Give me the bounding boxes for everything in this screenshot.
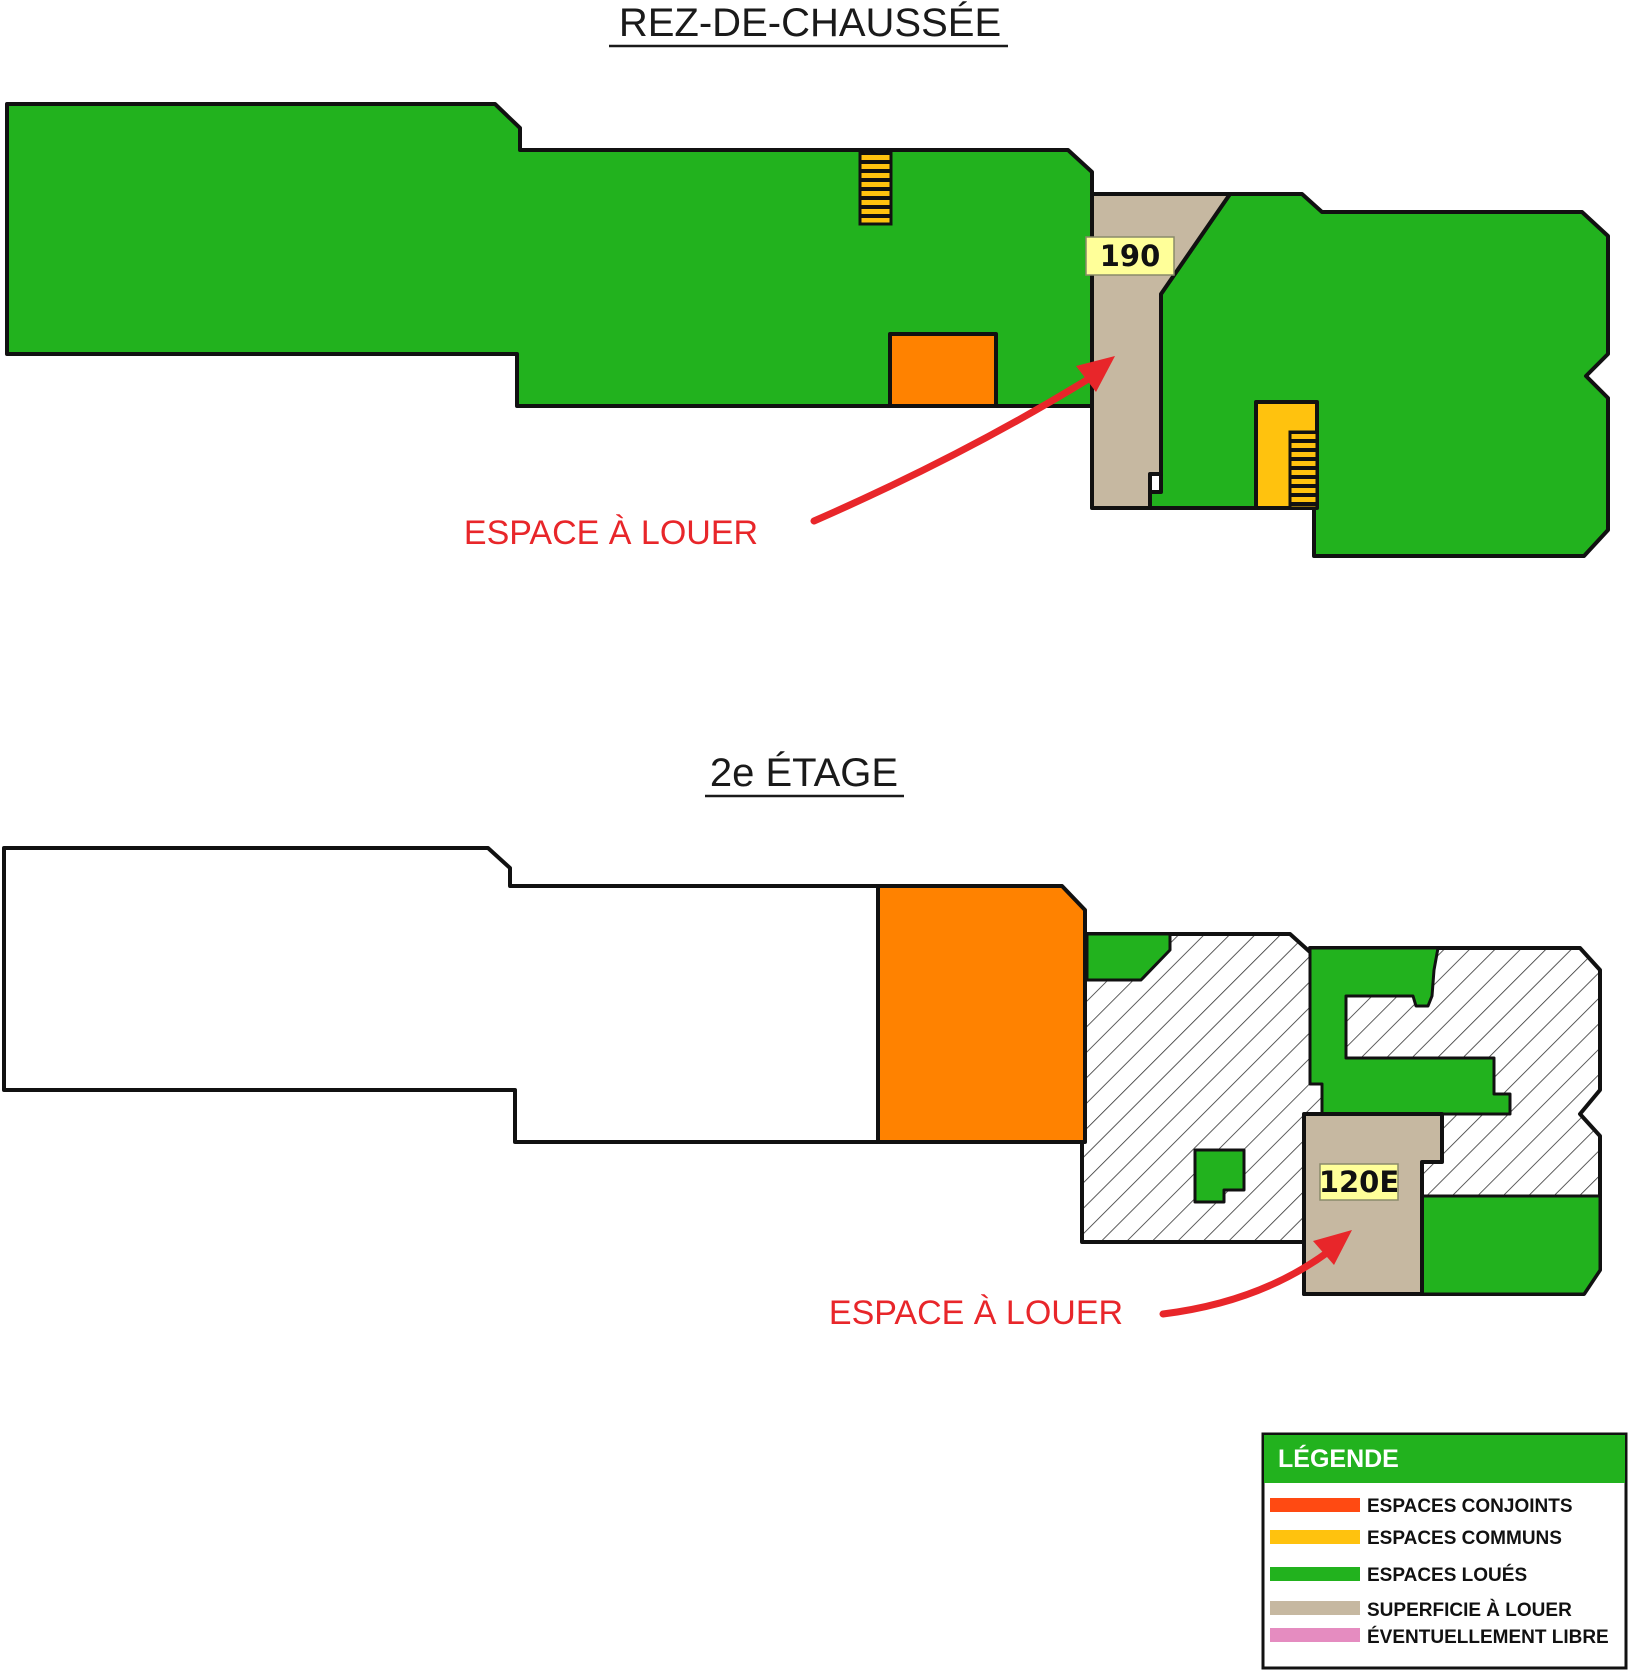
second-callout-arrow xyxy=(1159,1248,1332,1318)
second-leased-u-area xyxy=(1308,946,1512,1116)
legend-swatch-possibly-free xyxy=(1270,1628,1360,1642)
legend-swatch-common xyxy=(1270,1530,1360,1544)
ground-joint-space xyxy=(888,332,998,408)
ground-callout-text: ESPACE À LOUER xyxy=(464,514,758,552)
second-leased-bottom-right xyxy=(1420,1194,1602,1296)
second-unit-120e-for-lease xyxy=(1302,1112,1444,1296)
second-floor-title: 2e ÉTAGE xyxy=(710,750,898,795)
legend-header xyxy=(1264,1435,1625,1483)
legend: LÉGENDE ESPACES CONJOINTS ESPACES COMMUN… xyxy=(1261,1432,1628,1670)
ground-floor-title: REZ-DE-CHAUSSÉE xyxy=(619,0,1001,45)
ground-right-wing-leased xyxy=(1148,192,1610,558)
legend-swatch-joint xyxy=(1270,1498,1360,1512)
legend-swatch-for-lease xyxy=(1270,1601,1360,1615)
ground-unit-190-label-bg xyxy=(1085,236,1175,276)
ground-stairs-left xyxy=(858,148,893,226)
legend-label-common: ESPACES COMMUNS xyxy=(1367,1528,1562,1549)
legend-label-leased: ESPACES LOUÉS xyxy=(1367,1564,1527,1586)
second-joint-space xyxy=(876,884,1087,1144)
second-callout-text: ESPACE À LOUER xyxy=(829,1294,1123,1332)
legend-label-possibly-free: ÉVENTUELLEMENT LIBRE xyxy=(1367,1626,1609,1648)
second-unit-120e-label-bg xyxy=(1319,1163,1399,1201)
legend-label-joint: ESPACES CONJOINTS xyxy=(1367,1496,1573,1517)
ground-left-wing-leased xyxy=(5,102,1094,408)
second-callout-arrowhead xyxy=(1313,1230,1352,1265)
legend-title: LÉGENDE xyxy=(1278,1444,1399,1473)
second-unit-120e-label: 120E xyxy=(1319,1165,1399,1199)
ground-callout-arrowhead xyxy=(1076,356,1115,392)
ground-callout-arrow xyxy=(810,374,1094,525)
legend-swatch-leased xyxy=(1270,1567,1360,1581)
second-leased-small-mid xyxy=(1193,1148,1246,1204)
second-leased-small-top xyxy=(1085,932,1172,982)
second-left-wing xyxy=(2,846,880,1144)
ground-stairs-right xyxy=(1288,430,1319,510)
ground-unit-190-label: 190 xyxy=(1100,239,1161,273)
legend-label-for-lease: SUPERFICIE À LOUER xyxy=(1367,1599,1572,1621)
